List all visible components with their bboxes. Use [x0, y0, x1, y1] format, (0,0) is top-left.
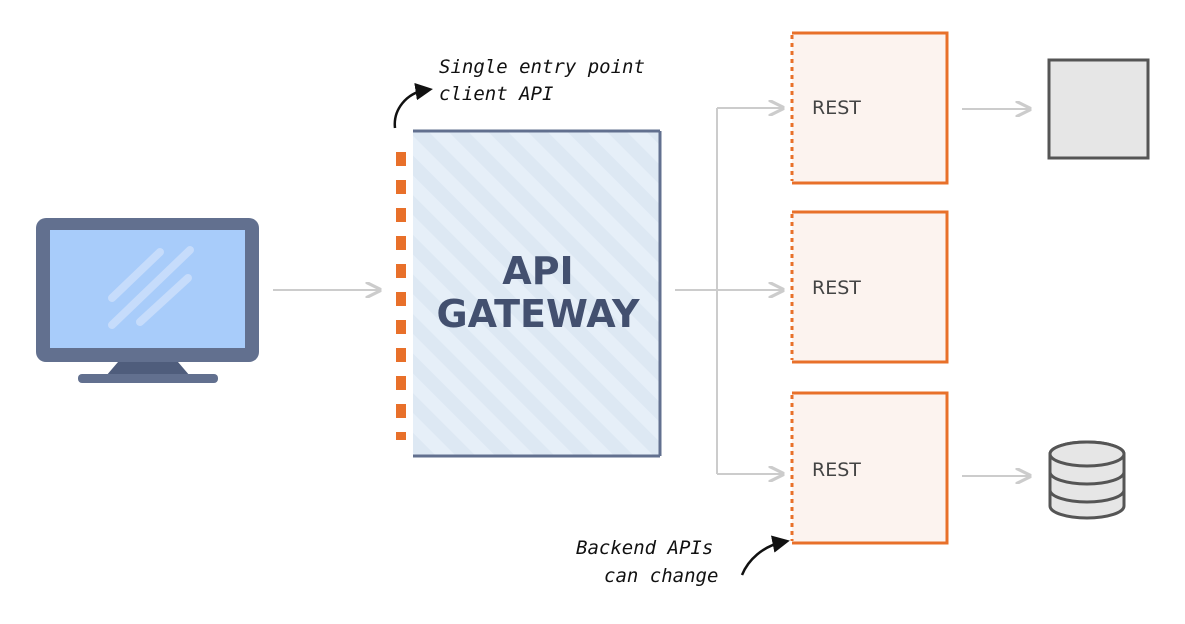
rest-service-3: REST	[790, 391, 949, 545]
entry-annotation-arrow	[393, 82, 433, 129]
gateway-title-line1: API	[502, 249, 573, 293]
entry-annotation-line2: client API	[439, 83, 553, 105]
backend-annotation-line2: can change	[604, 565, 718, 587]
database-icon	[1048, 440, 1126, 520]
gateway-title-line2: GATEWAY	[436, 292, 640, 336]
rest-service-2: REST	[790, 210, 949, 364]
rest-service-2-label: REST	[812, 277, 861, 299]
rest-service-1-label: REST	[812, 97, 861, 119]
server-box-icon	[1047, 58, 1150, 160]
entry-annotation-line1: Single entry point	[439, 56, 645, 78]
backend-annotation-line1: Backend APIs	[576, 537, 713, 559]
gateway-to-services-connectors	[675, 108, 783, 474]
api-gateway-box: API GATEWAY	[396, 129, 662, 458]
backend-annotation-arrow	[740, 535, 790, 576]
rest-service-1: REST	[790, 31, 949, 185]
rest-service-3-label: REST	[812, 459, 861, 481]
entry-point-annotation: Single entry point client API	[393, 56, 645, 129]
monitor-icon	[36, 218, 259, 383]
backend-annotation: Backend APIs can change	[576, 535, 790, 587]
